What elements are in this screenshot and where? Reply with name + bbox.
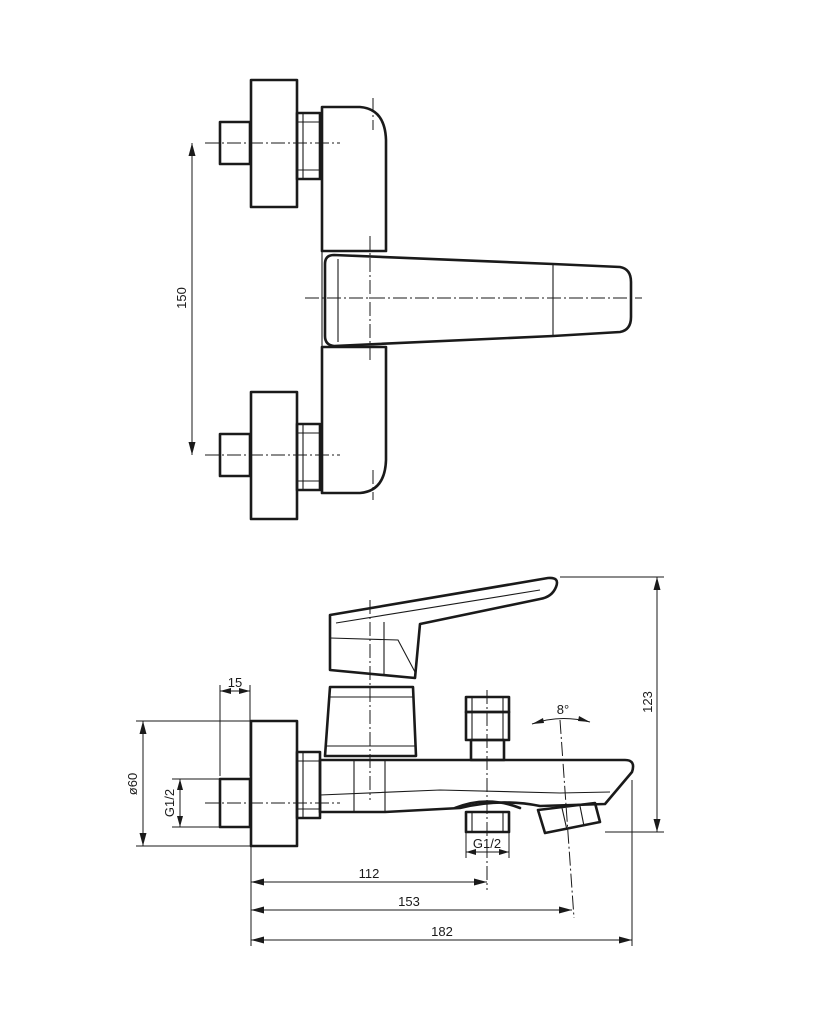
spout-outlet-depth-dimension: 153 bbox=[251, 894, 572, 914]
mixer-body-top bbox=[320, 105, 388, 253]
spout-outlet-depth-label: 153 bbox=[398, 894, 420, 909]
eccentric-offset-dimension: 15 bbox=[219, 675, 251, 776]
height-dimension: 123 bbox=[560, 576, 664, 833]
shower-outlet-depth-label: 112 bbox=[359, 866, 380, 881]
side-inlet-connection bbox=[218, 719, 322, 848]
spout-angle-dimension: 8° bbox=[531, 702, 591, 725]
overall-depth-dimension: 182 bbox=[251, 924, 632, 944]
inlet-spacing-label: 150 bbox=[174, 287, 189, 309]
cartridge-body bbox=[323, 685, 418, 758]
shower-thread-dimension: G1/2 bbox=[465, 832, 510, 858]
flange-diameter-dimension: ø60 bbox=[125, 720, 251, 847]
shower-outlet-depth-dimension: 112 bbox=[251, 866, 487, 886]
flange-diameter-label: ø60 bbox=[125, 773, 140, 795]
lever-side bbox=[328, 576, 559, 680]
top-view: 150 bbox=[174, 78, 642, 521]
mixer-body-bottom bbox=[320, 345, 388, 495]
shower-thread-label: G1/2 bbox=[473, 836, 501, 851]
spout-angle-label: 8° bbox=[557, 702, 569, 717]
lever-handle-top bbox=[323, 253, 633, 348]
overall-depth-label: 182 bbox=[431, 924, 453, 939]
spout bbox=[318, 758, 635, 814]
eccentric-offset-label: 15 bbox=[228, 675, 242, 690]
diverter-knob bbox=[464, 695, 511, 762]
side-view: 15 ø60 G1/2 G1/2 bbox=[125, 576, 664, 946]
inlet-thread-label: G1/2 bbox=[162, 789, 177, 817]
inlet-spacing-dimension: 150 bbox=[174, 143, 196, 455]
height-label: 123 bbox=[640, 691, 655, 713]
spout-aerator bbox=[536, 801, 602, 835]
inlet-thread-dimension: G1/2 bbox=[162, 778, 220, 828]
